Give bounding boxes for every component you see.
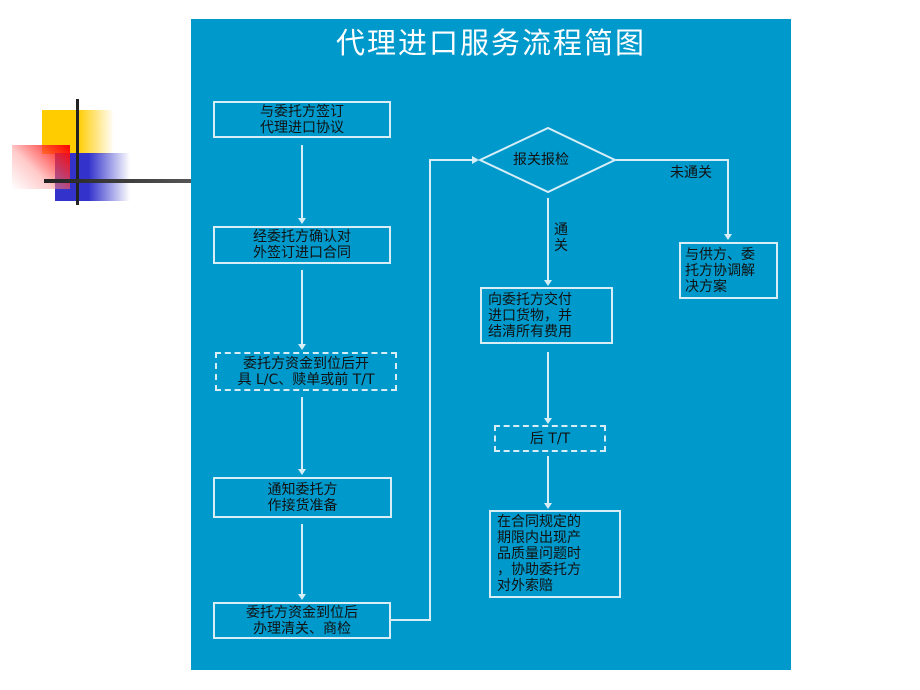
decoration-horizontal-line [44,179,192,183]
step-post-tt: 后 T/T [494,425,606,452]
label-pass: 通 关 [554,222,568,254]
step-notify: 通知委托方 作接货准备 [213,477,392,518]
step-deliver-goods: 向委托方交付 进口货物，并 结清所有费用 [480,287,613,344]
step-sign-agreement: 与委托方签订 代理进口协议 [213,101,391,138]
step-claim: 在合同规定的 期限内出现产 品质量问题时 ，协助委托方 对外索赔 [489,510,621,598]
page-title: 代理进口服务流程简图 [335,26,646,60]
decoration-vertical-line [76,99,79,205]
arrow-decision-fail [615,159,729,238]
label-fail: 未通关 [670,165,712,181]
arrow-5-decision [391,159,476,621]
step-open-lc: 委托方资金到位后开 具 L/C、赎单或前 T/T [215,352,397,391]
step-customs: 委托方资金到位后 办理清关、商检 [213,602,391,639]
step-sign-contract: 经委托方确认对 外签订进口合同 [213,226,391,264]
decision-label: 报关报检 [513,152,569,168]
flowchart-panel [191,19,791,670]
step-negotiate: 与供方、委 托方协调解 决方案 [679,242,778,299]
